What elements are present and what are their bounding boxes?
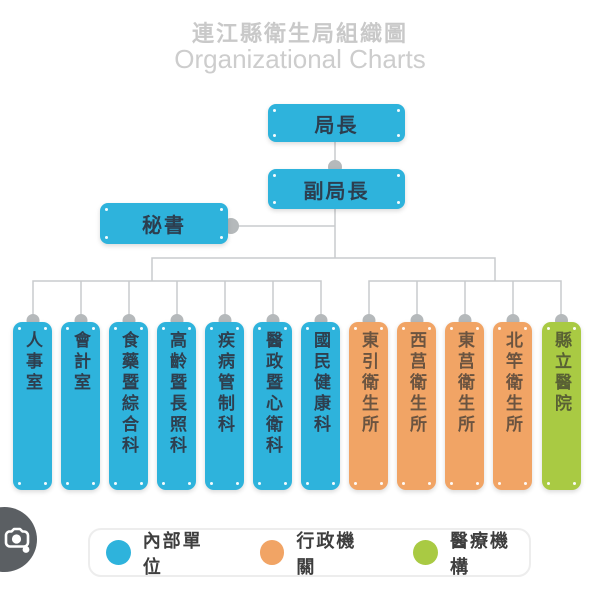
node-label: 會計室 xyxy=(71,331,90,394)
node-food-drug-general-section: 食藥暨綜合科 xyxy=(109,322,148,490)
node-dongju-health-station: 東莒衛生所 xyxy=(445,322,484,490)
node-director-label: 局長 xyxy=(314,114,359,137)
pin-dot xyxy=(397,201,400,204)
legend-item-agency: 行政機關 xyxy=(259,527,376,579)
pin-dot xyxy=(397,174,400,177)
node-label: 疾病管制科 xyxy=(215,331,234,436)
page-title: 連江縣衛生局組織圖 xyxy=(191,21,408,46)
pin-dot xyxy=(273,109,276,112)
node-deputy-director-label: 副局長 xyxy=(303,180,370,203)
node-label: 人事室 xyxy=(23,331,42,394)
node-disease-control-section: 疾病管制科 xyxy=(205,322,244,490)
node-dongyin-health-station: 東引衛生所 xyxy=(349,322,388,490)
legend-label: 內部單位 xyxy=(142,530,203,577)
node-xiju-health-station: 西莒衛生所 xyxy=(397,322,436,490)
node-senior-longcare-section: 高齡暨長照科 xyxy=(157,322,196,490)
node-accounting-office: 會計室 xyxy=(61,322,100,490)
node-label: 醫政暨心衛科 xyxy=(263,331,282,457)
node-label: 食藥暨綜合科 xyxy=(119,331,138,457)
page-subtitle: Organizational Charts xyxy=(174,44,426,74)
pin-dot xyxy=(220,236,223,239)
legend-item-medical: 醫療機構 xyxy=(413,527,529,579)
pin-dot xyxy=(397,109,400,112)
node-label: 東引衛生所 xyxy=(359,331,378,436)
pin-dot xyxy=(273,201,276,204)
pin-dot xyxy=(105,236,108,239)
pin-dot xyxy=(105,208,108,211)
pin-dot xyxy=(220,208,223,211)
node-secretary: 秘書 xyxy=(100,203,228,244)
medical-institution-color-dot xyxy=(413,540,439,565)
pin-dot xyxy=(273,134,276,137)
legend: 內部單位 行政機關 醫療機構 xyxy=(88,528,531,577)
node-label: 國民健康科 xyxy=(311,331,330,436)
node-medical-admin-mental-section: 醫政暨心衛科 xyxy=(253,322,292,490)
node-label: 縣立醫院 xyxy=(552,331,571,415)
legend-label: 醫療機構 xyxy=(450,530,511,577)
node-national-health-section: 國民健康科 xyxy=(301,322,340,490)
node-label: 東莒衛生所 xyxy=(455,331,474,436)
node-beigan-health-station: 北竿衛生所 xyxy=(493,322,532,490)
legend-item-internal: 內部單位 xyxy=(106,527,222,579)
google-lens-icon xyxy=(4,527,30,553)
node-director: 局長 xyxy=(268,104,405,142)
pin-dot xyxy=(273,174,276,177)
node-county-hospital: 縣立醫院 xyxy=(542,322,581,490)
node-secretary-label: 秘書 xyxy=(142,215,186,237)
internal-unit-color-dot xyxy=(106,540,131,565)
node-label: 北竿衛生所 xyxy=(503,331,522,436)
node-label: 高齡暨長照科 xyxy=(167,331,186,457)
node-label: 西莒衛生所 xyxy=(407,331,426,436)
node-personnel-office: 人事室 xyxy=(13,322,52,490)
admin-agency-color-dot xyxy=(259,540,285,565)
pin-dot xyxy=(397,134,400,137)
node-deputy-director: 副局長 xyxy=(268,169,405,209)
legend-label: 行政機關 xyxy=(296,530,357,577)
